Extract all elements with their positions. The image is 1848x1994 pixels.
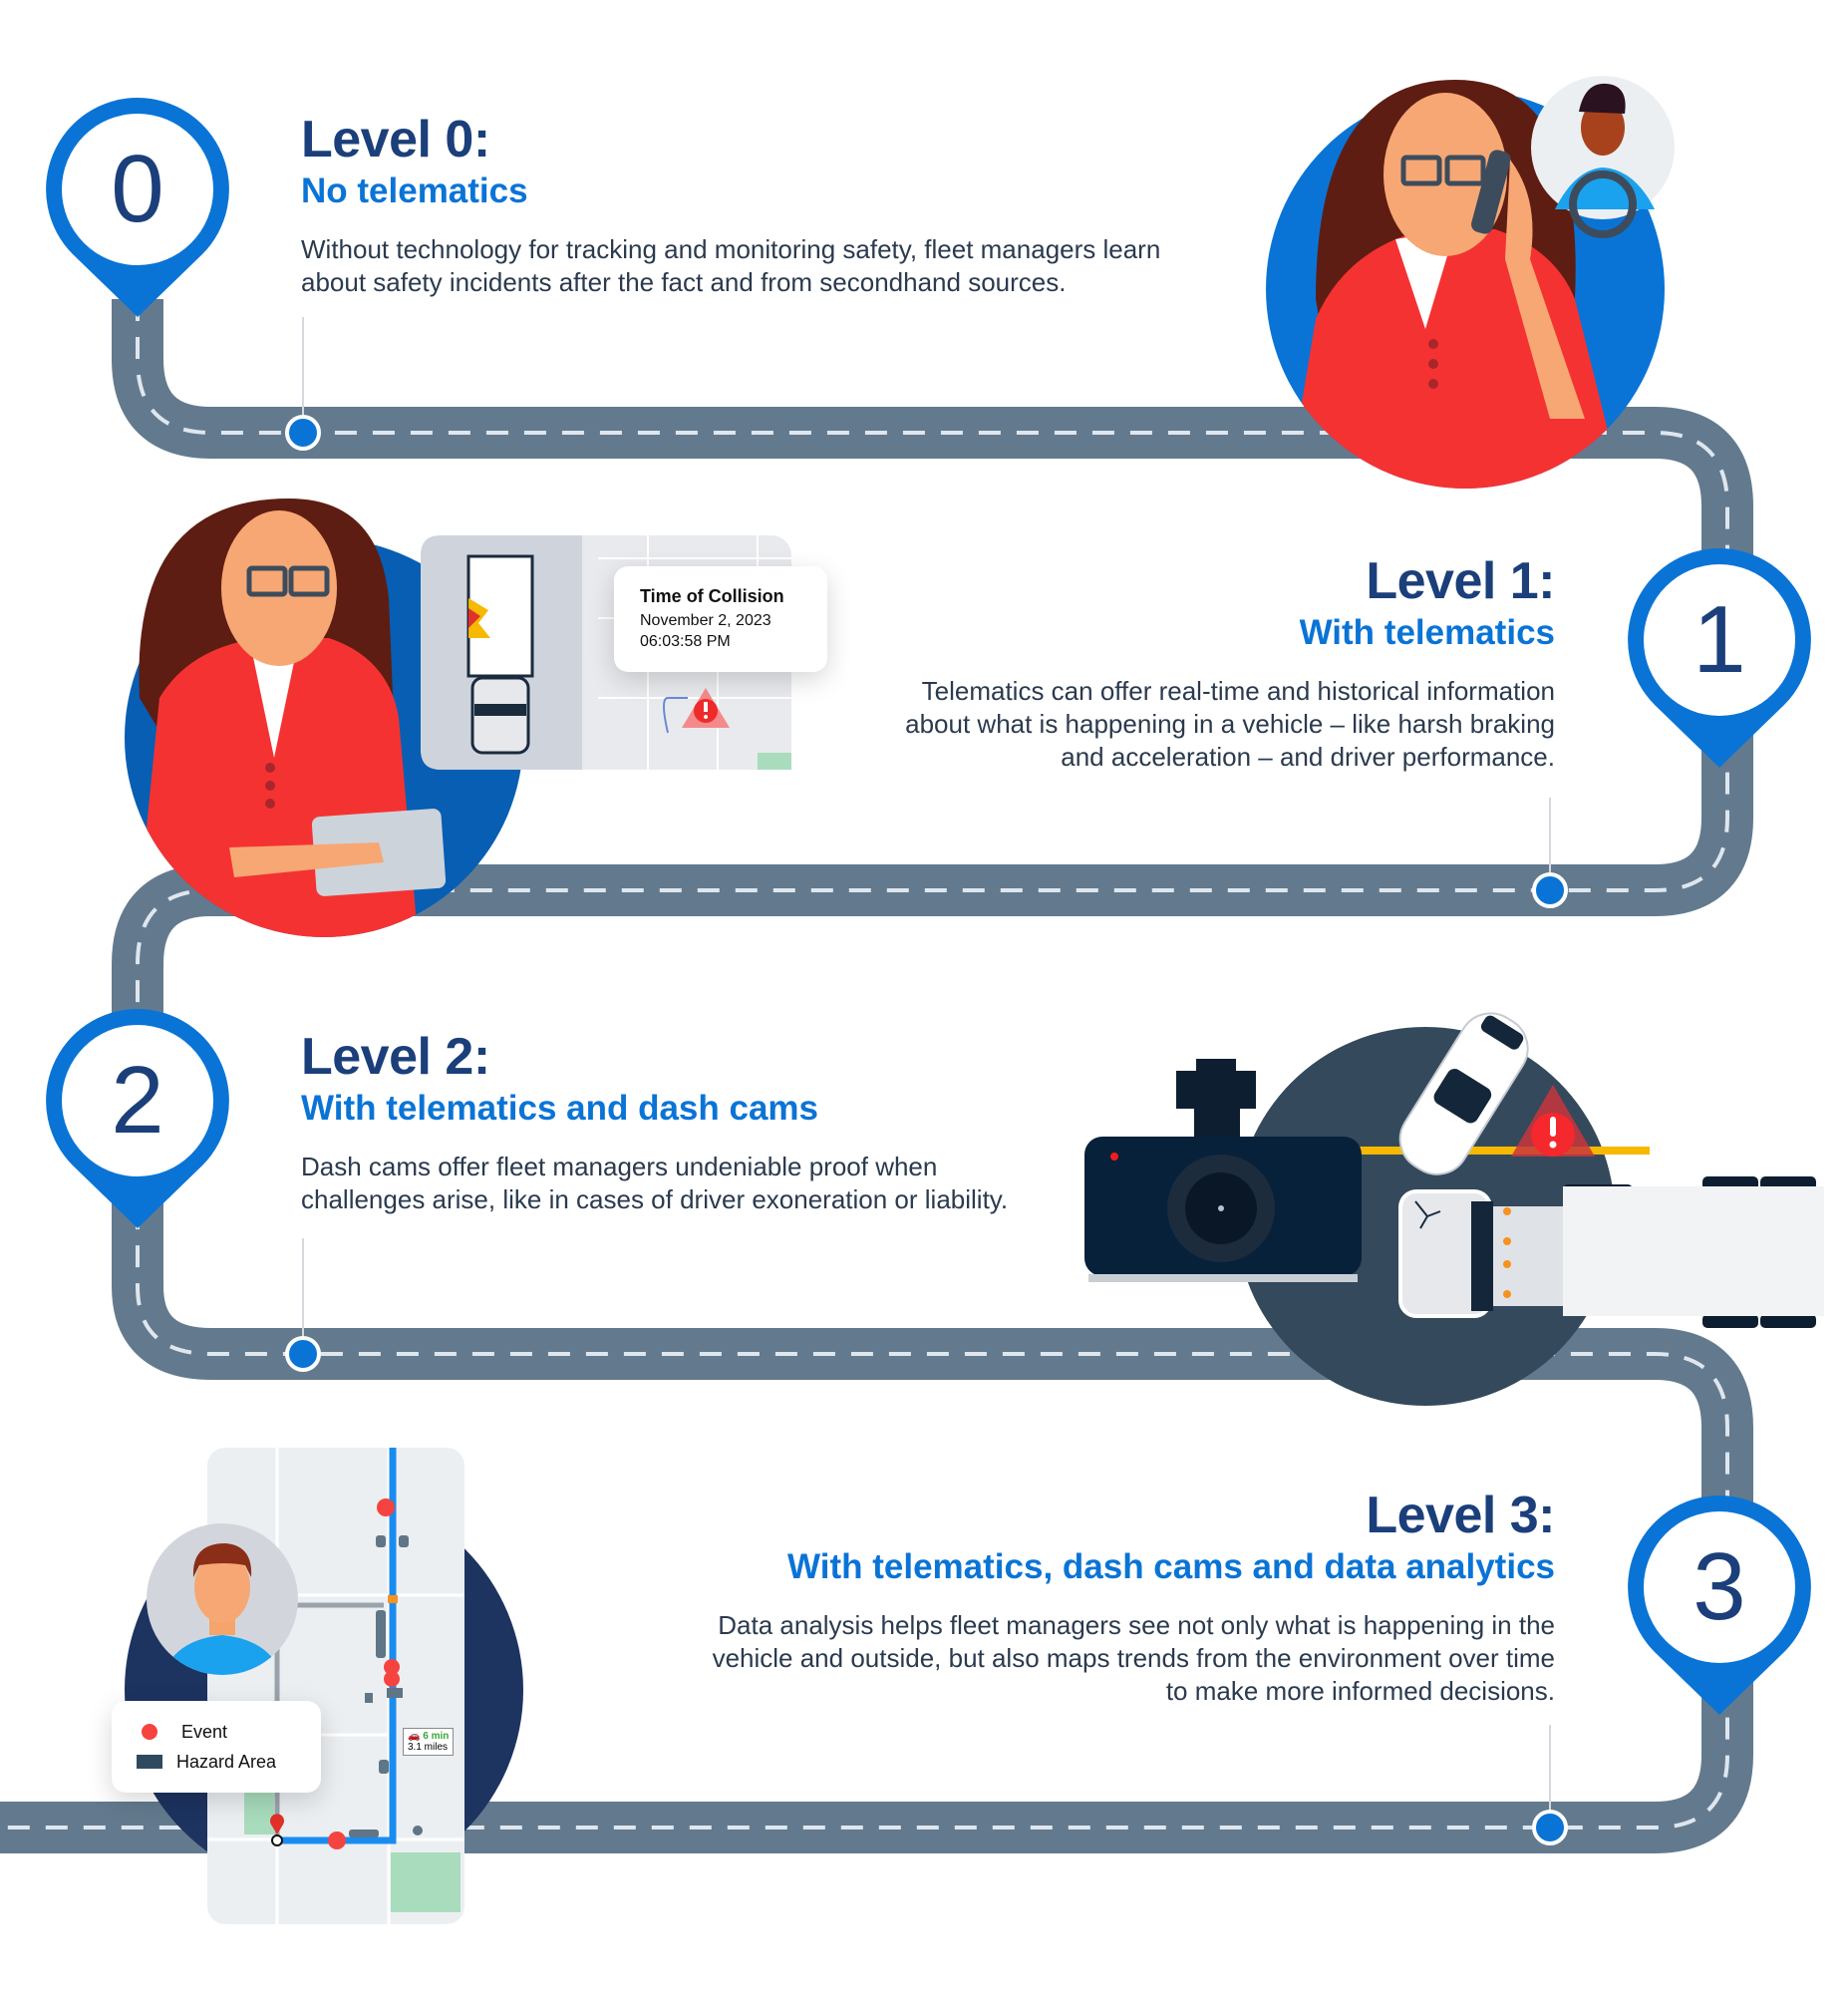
level-0-description: Without technology for tracking and moni… (301, 234, 1161, 297)
level-3-subtitle: With telematics, dash cams and data anal… (787, 1547, 1555, 1586)
level-2-title: Level 2: (301, 1028, 490, 1086)
level-0-number: 0 (111, 136, 164, 242)
collision-card-title: Time of Collision (640, 586, 784, 606)
level-2-pin-icon (46, 1009, 229, 1228)
dash-cam-crash-illustration (1084, 1012, 1824, 1406)
car-icon: 🚗 (408, 1731, 421, 1742)
level-0-pin-icon (46, 98, 229, 317)
milestone-dot-0 (285, 415, 321, 451)
fleet-manager-tablet-illustration (125, 498, 791, 937)
winding-road (0, 299, 1753, 1853)
level-0-section: Level 0: No telematics Without technolog… (301, 110, 1258, 299)
event-dot-icon (142, 1724, 157, 1740)
level-0-title: Level 0: (301, 111, 490, 168)
event-marker-icon (328, 1498, 400, 1849)
level-1-subtitle: With telematics (1299, 613, 1555, 652)
hazard-square-icon (137, 1755, 162, 1769)
level-2-description: Dash cams offer fleet managers undeniabl… (301, 1152, 1009, 1214)
collision-time-card: Time of Collision November 2, 2023 06:03… (614, 566, 827, 672)
hazard-area-icon (349, 1535, 423, 1837)
milestone-dot-2 (285, 1336, 321, 1372)
level-3-title: Level 3: (1366, 1487, 1555, 1544)
crash-alert-icon (1511, 1085, 1595, 1157)
car-icon (1398, 1012, 1529, 1175)
route-line (277, 1448, 397, 1844)
map-legend-card: Event Hazard Area (112, 1701, 321, 1793)
collision-time: 06:03:58 PM (640, 633, 731, 650)
level-1-title: Level 1: (1366, 552, 1555, 610)
collision-date: November 2, 2023 (640, 612, 771, 629)
level-3-description: Data analysis helps fleet managers see n… (712, 1610, 1555, 1706)
level-1-section: Level 1: With telematics Telematics can … (817, 551, 1555, 774)
level-3-pin-icon (1628, 1496, 1811, 1715)
level-0-subtitle: No telematics (301, 171, 528, 210)
level-2-section: Level 2: With telematics and dash cams D… (301, 1027, 1078, 1216)
milestone-dot-3 (1532, 1810, 1568, 1845)
legend-hazard: Hazard Area (128, 1747, 321, 1777)
level-1-number: 1 (1693, 586, 1746, 693)
fleet-manager-phone-illustration (1266, 76, 1675, 489)
level-3-number: 3 (1693, 1533, 1746, 1640)
milestone-markers (285, 317, 1568, 1845)
level-2-subtitle: With telematics and dash cams (301, 1089, 819, 1128)
route-eta-label: 🚗 6 min 3.1 miles (403, 1728, 455, 1756)
milestone-dot-1 (1532, 872, 1568, 908)
truck-icon (1398, 1176, 1824, 1328)
level-1-pin-icon (1628, 548, 1811, 768)
level-1-description: Telematics can offer real-time and histo… (905, 676, 1555, 772)
legend-event: Event (128, 1717, 321, 1747)
dash-cam-icon (1084, 1059, 1362, 1282)
level-3-section: Level 3: With telematics, dash cams and … (558, 1486, 1556, 1708)
level-2-number: 2 (111, 1047, 164, 1154)
